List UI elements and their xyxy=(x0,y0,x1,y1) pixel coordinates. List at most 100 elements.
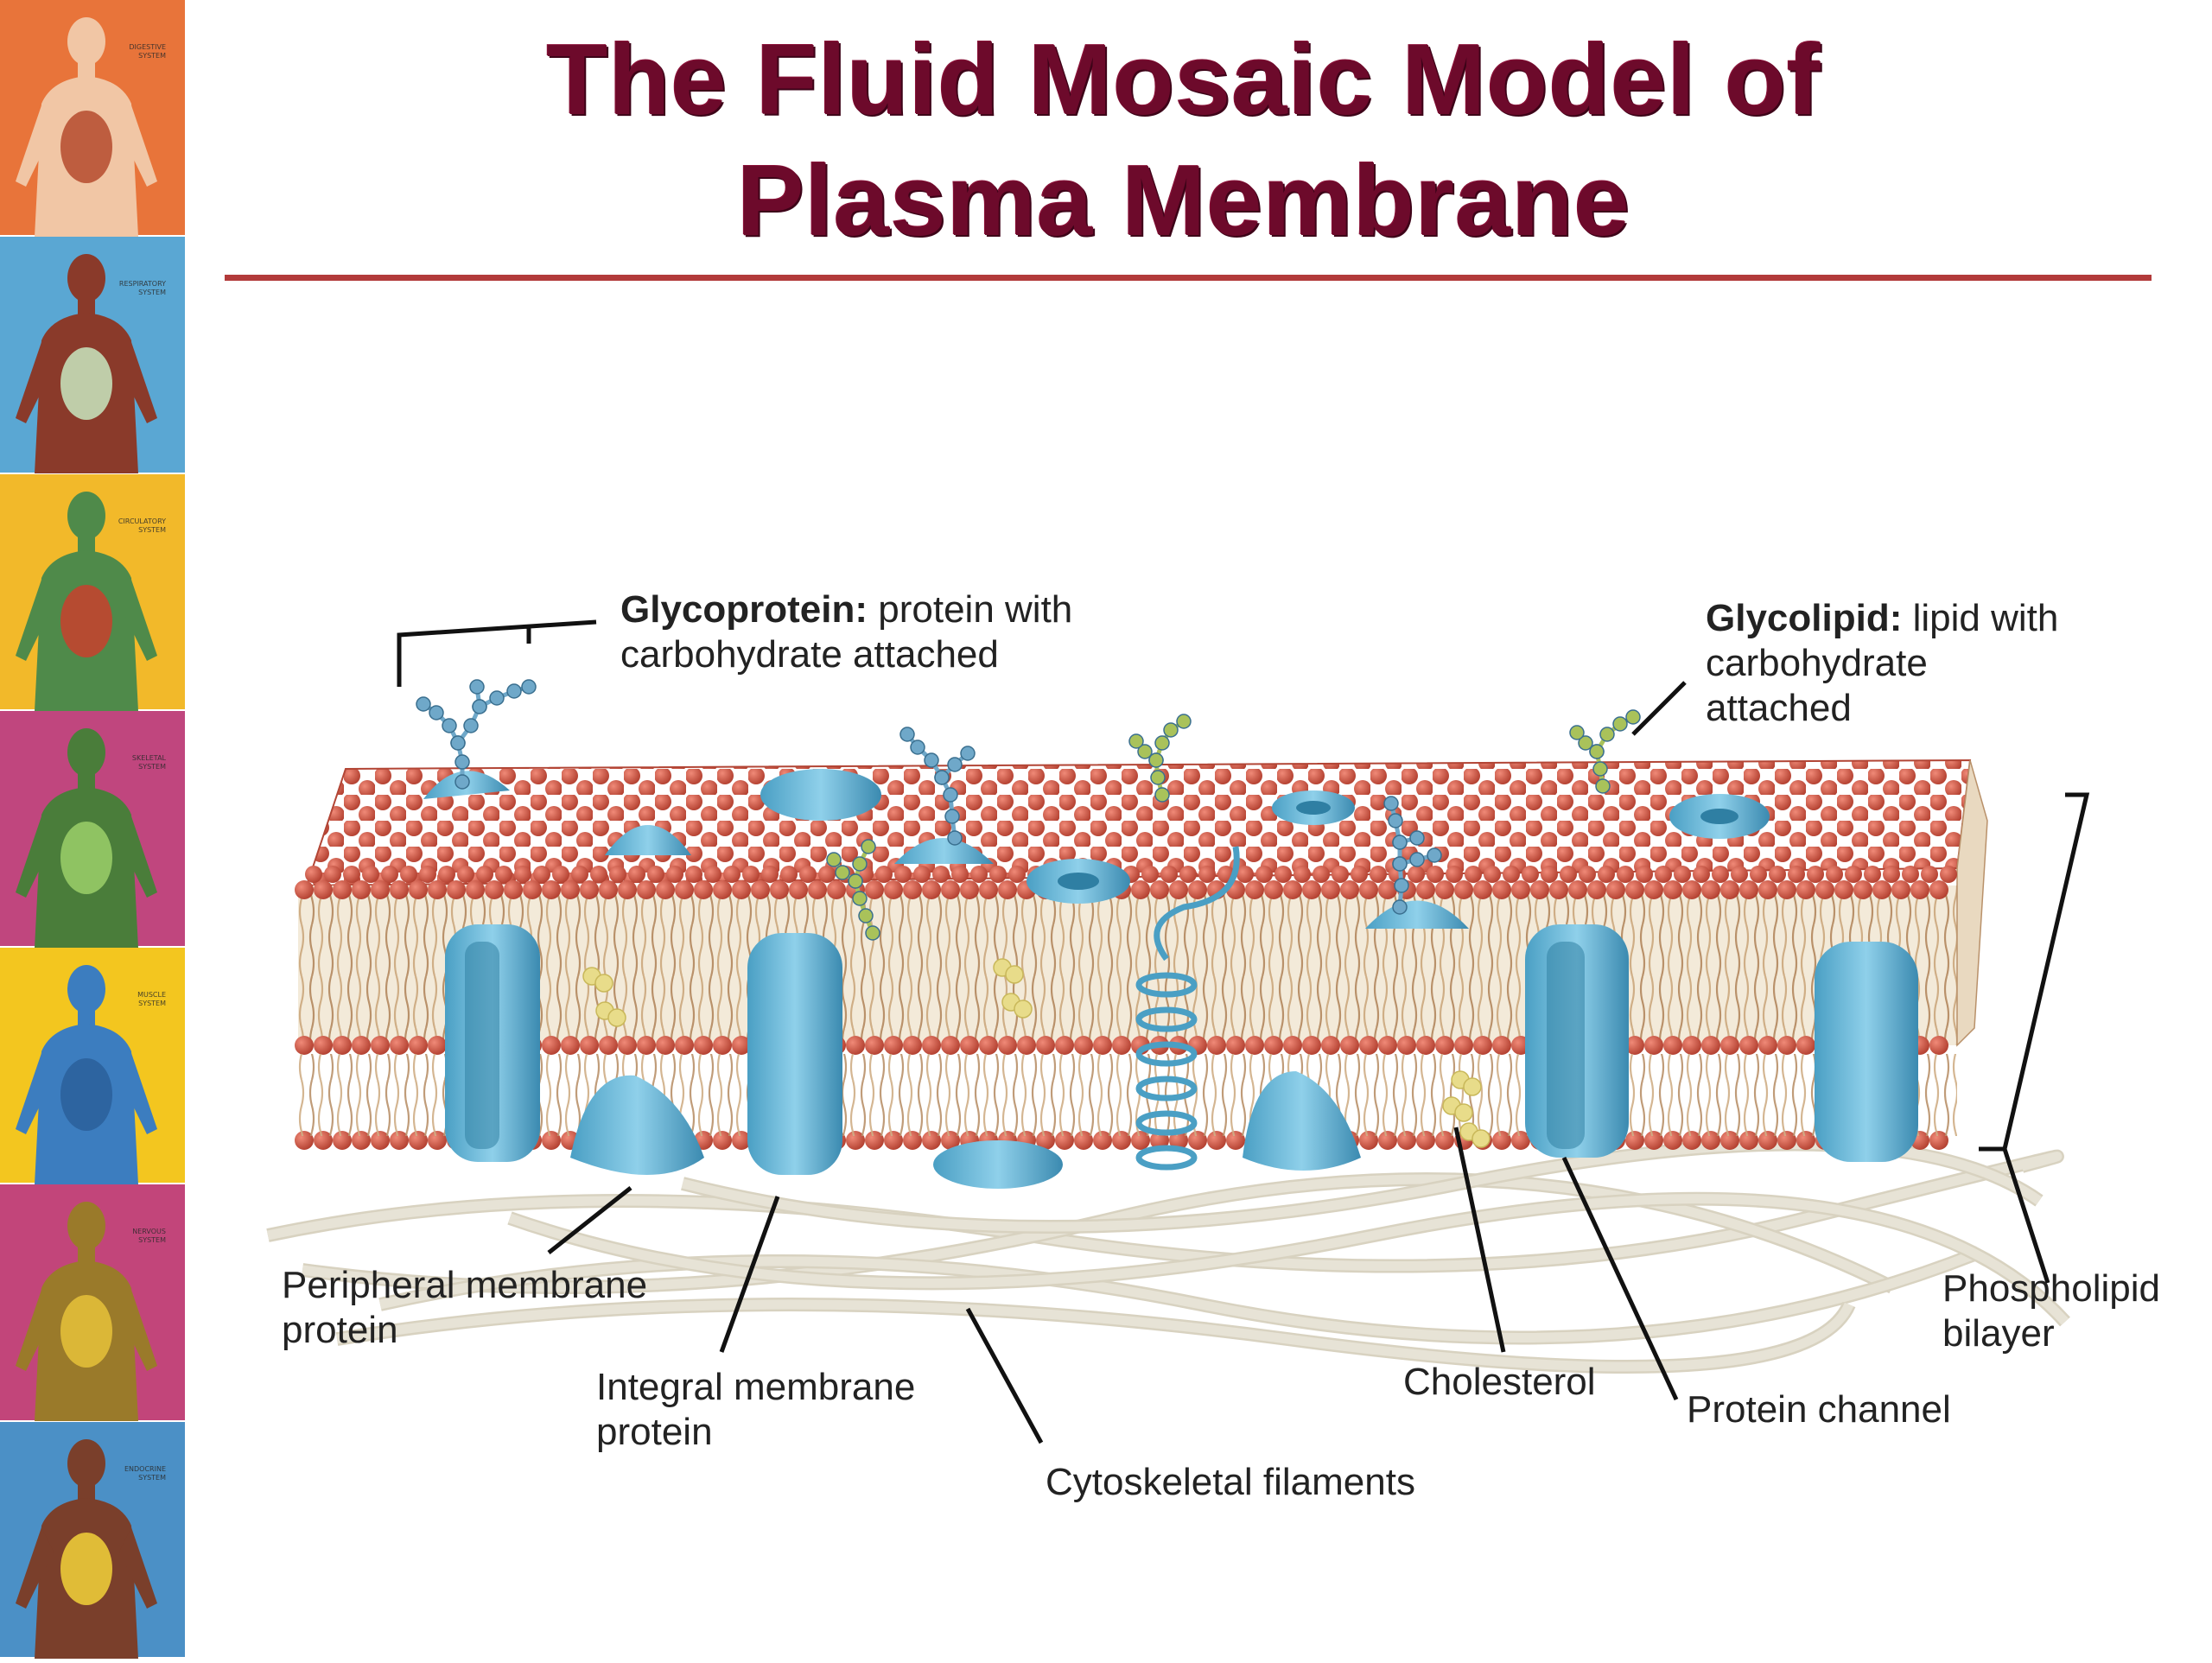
phospholipid-head xyxy=(865,880,884,899)
sugar-unit xyxy=(463,718,479,733)
cytoskeletal-filaments-label: Cytoskeletal filaments xyxy=(1046,1461,1415,1503)
phospholipid-head xyxy=(1207,1036,1226,1055)
sugar-unit xyxy=(1392,856,1408,872)
phospholipid-head xyxy=(998,880,1017,899)
carbohydrate-chains xyxy=(416,679,1641,941)
phospholipid-heads xyxy=(295,866,1957,1150)
sugar-unit xyxy=(1150,770,1166,785)
phospholipid-head xyxy=(1815,880,1834,899)
phospholipid-head xyxy=(1473,880,1492,899)
phospholipid-bilayer-label: Phospholipid bilayer xyxy=(1942,1266,2160,1356)
phospholipid-head xyxy=(1663,1036,1682,1055)
sugar-unit xyxy=(472,699,487,714)
sugar-unit xyxy=(858,908,874,924)
phospholipid-head xyxy=(1017,1036,1036,1055)
peripheral-protein-label: Peripheral membrane protein xyxy=(282,1263,647,1353)
sugar-unit xyxy=(506,683,522,699)
integral-membrane-protein xyxy=(747,933,842,1175)
phospholipid-head xyxy=(1283,880,1302,899)
phospholipid-head xyxy=(1435,880,1454,899)
leader-lines xyxy=(397,619,2090,1444)
phospholipid-head xyxy=(1359,1036,1378,1055)
phospholipid-head xyxy=(1093,1036,1112,1055)
phospholipid-head xyxy=(1492,1036,1511,1055)
glycolipid-leader xyxy=(1631,681,1687,736)
phospholipid-head xyxy=(1682,880,1701,899)
peripheral-membrane-protein xyxy=(570,1075,704,1175)
integral-line-1: Integral membrane xyxy=(596,1366,916,1408)
sugar-unit xyxy=(1409,830,1425,846)
panel-caption-line-1: DIGESTIVE xyxy=(129,43,166,51)
phospholipid-head xyxy=(580,880,599,899)
phospholipid-head xyxy=(1169,880,1188,899)
sugar-unit xyxy=(943,787,958,803)
phospholipid-head xyxy=(1910,880,1929,899)
phospholipid-head xyxy=(504,880,523,899)
sugar-unit xyxy=(1427,847,1442,863)
phospholipid-head xyxy=(1739,880,1758,899)
phospholipid-head xyxy=(1891,880,1910,899)
cholesterol-leader xyxy=(1453,1127,1506,1353)
cytoskeletal-filaments xyxy=(266,1137,2070,1374)
sugar-unit xyxy=(944,809,960,824)
phospholipid-head xyxy=(1416,1036,1435,1055)
phospholipid-head xyxy=(1872,880,1891,899)
phospholipid-head xyxy=(1663,880,1682,899)
title-line-1: The Fluid Mosaic Model of xyxy=(546,23,1821,136)
phospholipid-head xyxy=(1245,1036,1264,1055)
membrane-diagram xyxy=(266,619,2090,1444)
phospholipid-head xyxy=(1777,1036,1796,1055)
phospholipid-head xyxy=(713,880,732,899)
sugar-unit xyxy=(416,696,431,712)
sugar-unit xyxy=(1599,727,1615,742)
peripheral-leader xyxy=(547,1186,632,1254)
surface-protein xyxy=(605,825,691,855)
bilayer-side-face xyxy=(1956,759,1988,1047)
anatomy-figure-icon xyxy=(16,727,157,948)
panel-caption-line-2: SYSTEM xyxy=(138,1000,166,1008)
phospholipid-head xyxy=(1321,880,1340,899)
sugar-unit xyxy=(861,839,876,854)
sugar-unit xyxy=(1392,835,1408,850)
peripheral-line-1: Peripheral membrane xyxy=(282,1264,648,1306)
phospholipid-head xyxy=(1378,880,1397,899)
phospholipid-head xyxy=(1473,1036,1492,1055)
sugar-unit xyxy=(910,739,925,755)
phospholipid-head xyxy=(1055,1036,1074,1055)
phospholipid-head xyxy=(865,1036,884,1055)
phospholipid-head xyxy=(903,1036,922,1055)
phospholipid-head xyxy=(1454,1036,1473,1055)
phospholipid-line-1: Phospholipid xyxy=(1942,1267,2160,1310)
phospholipid-bilayer xyxy=(295,759,1988,1150)
anatomy-figure-icon xyxy=(16,491,157,711)
glycoprotein-label: Glycoprotein: protein with carbohydrate … xyxy=(620,587,1072,677)
phospholipid-head xyxy=(941,1036,960,1055)
phospholipid-head xyxy=(694,1036,713,1055)
surface-protein xyxy=(894,838,994,864)
sugar-unit xyxy=(947,757,963,772)
glycoprotein-desc-2: carbohydrate attached xyxy=(620,633,999,676)
phospholipid-head xyxy=(390,1036,409,1055)
phospholipid-head xyxy=(751,880,770,899)
sugar-unit xyxy=(1409,852,1425,867)
sugar-unit xyxy=(1625,709,1641,725)
phospholipid-head xyxy=(1625,880,1644,899)
sugar-unit xyxy=(1612,716,1628,732)
anatomy-figure-icon xyxy=(16,254,157,474)
phospholipid-head xyxy=(561,880,580,899)
sugar-unit xyxy=(1148,752,1164,768)
phospholipid-head xyxy=(884,1036,903,1055)
